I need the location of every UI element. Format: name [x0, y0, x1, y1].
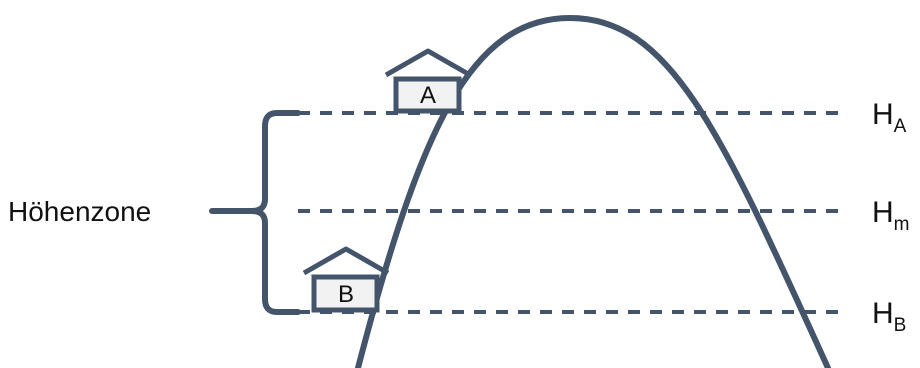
- zone-label: Höhenzone: [8, 196, 151, 227]
- level-b-name: H: [872, 297, 894, 330]
- level-label-m: Hm: [872, 196, 910, 235]
- level-m-name: H: [872, 196, 894, 229]
- house-b-label: B: [338, 281, 354, 308]
- house-a-label: A: [420, 82, 436, 109]
- zone-brace: [209, 110, 301, 315]
- level-label-b: HB: [872, 297, 906, 336]
- level-a-name: H: [872, 98, 894, 131]
- house-a: A: [384, 48, 472, 114]
- level-label-a: HA: [872, 98, 907, 137]
- level-m-subscript: m: [894, 214, 910, 235]
- house-b-roof: [302, 246, 390, 276]
- house-b-body: [311, 274, 380, 313]
- level-a-subscript: A: [894, 116, 907, 137]
- house-a-roof: [384, 48, 472, 78]
- mountain-curve: [355, 14, 831, 368]
- house-a-body: [393, 76, 462, 114]
- house-b: B: [302, 246, 390, 313]
- level-b-subscript: B: [894, 315, 907, 336]
